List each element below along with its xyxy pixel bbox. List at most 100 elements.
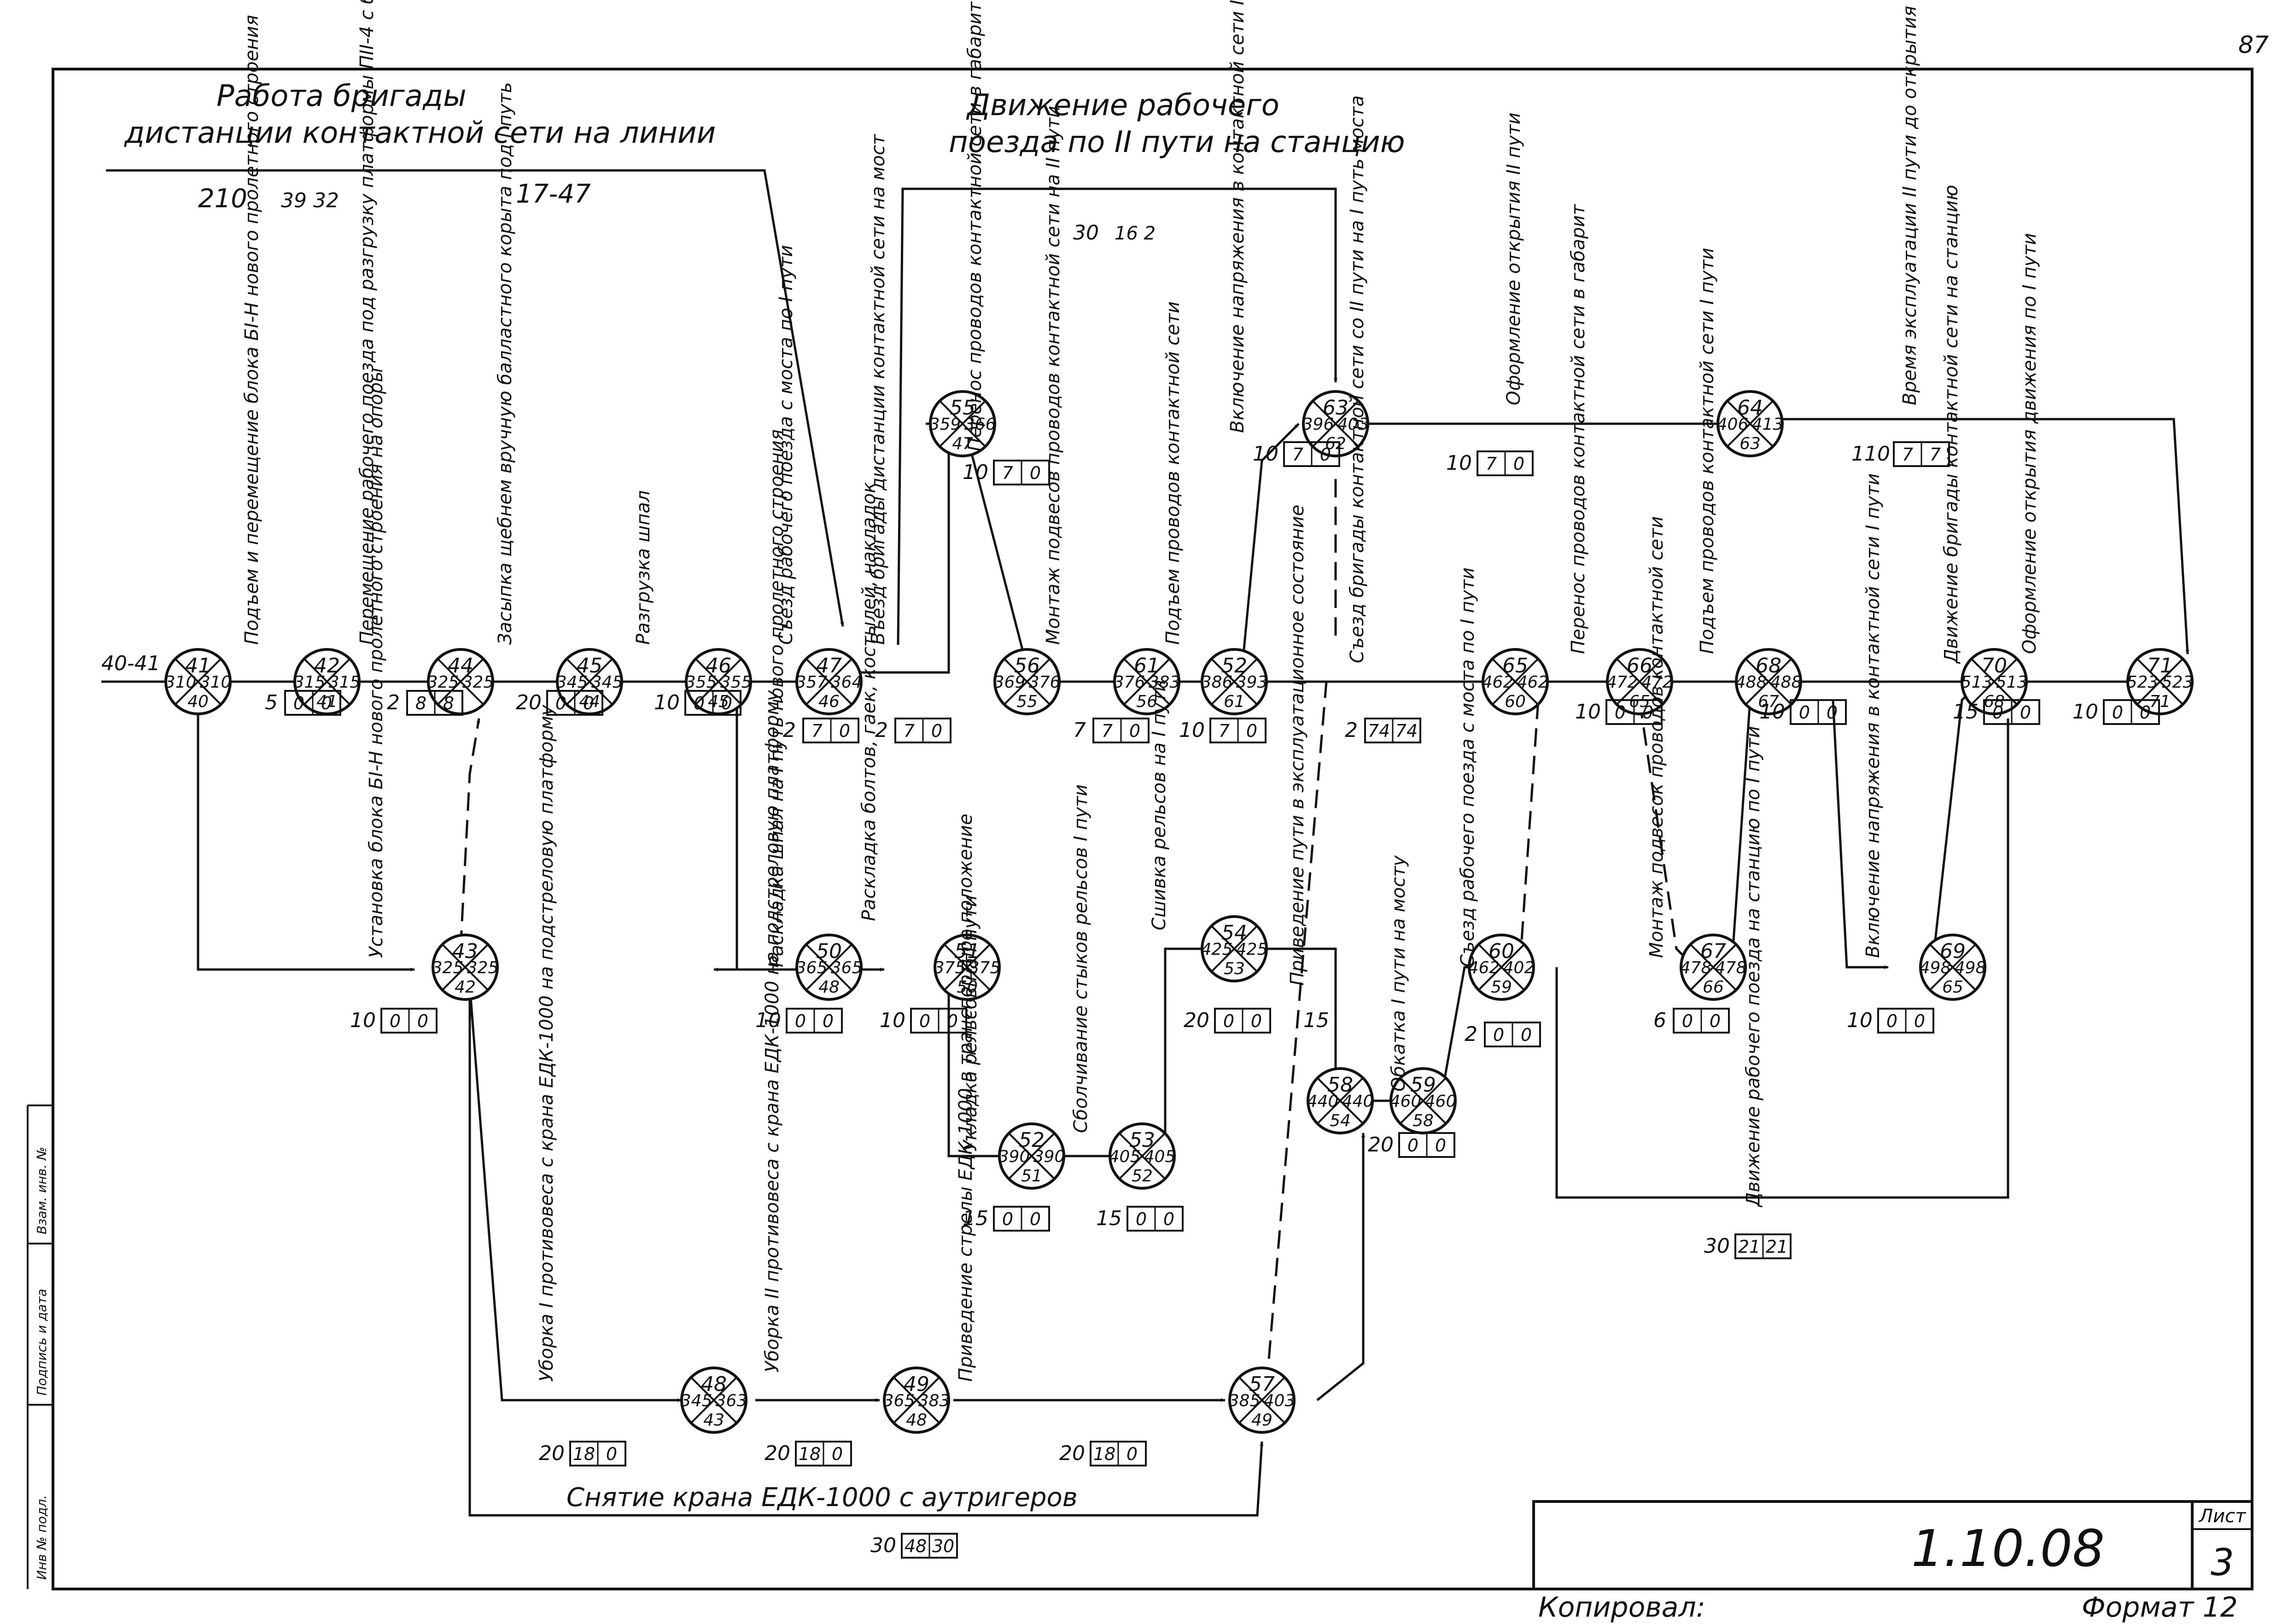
reserve-value: 0: [1521, 1025, 1532, 1045]
reserve-value: 0: [1320, 444, 1331, 465]
node-id: 47: [816, 654, 842, 678]
node-divider: [1211, 658, 1258, 705]
reserve-value: 21: [1766, 1237, 1788, 1257]
edge-labels: Подъем и перемещение блока БI-Н нового п…: [241, 0, 2040, 1513]
node-id: 51: [954, 940, 980, 963]
duration-value: 7: [1073, 719, 1086, 742]
reserve-value: 0: [555, 693, 566, 713]
reserve-value: 0: [1030, 1209, 1041, 1229]
reserve-value: 0: [2140, 702, 2151, 723]
reserve-value: 7: [904, 721, 915, 741]
reserve-value: 48: [905, 1536, 927, 1556]
label-voltage-ii: Включение напряжения в контактной сети I…: [1227, 0, 1248, 433]
reserve-value: 7: [1292, 444, 1303, 465]
note-30: 30: [1073, 221, 1099, 245]
label-open-i: Оформление открытия движения по I пути: [2019, 233, 2040, 654]
reserve-value: 0: [606, 1444, 617, 1464]
node-late: 405: [1144, 1147, 1176, 1166]
duration-value: 110: [1851, 442, 1890, 466]
node-prev: 49: [1251, 1411, 1272, 1430]
label-unload-ties: Разгрузка шпал: [633, 491, 654, 645]
note-30-box: 16 2: [1115, 223, 1156, 244]
reserve-value: 0: [919, 1011, 930, 1031]
node-id: 52: [1221, 654, 1247, 678]
label-hangers-i: Монтаж подвесок проводов контактной сети: [1646, 516, 1667, 958]
reserve-value: 0: [931, 721, 942, 741]
node-late: 345: [591, 673, 623, 692]
reserve-value: 0: [1129, 721, 1140, 741]
node-prev: 51: [1021, 1167, 1042, 1186]
reserve-value: 8: [415, 693, 426, 713]
node-divider: [304, 658, 350, 705]
header-brigade-1: Работа бригады: [216, 79, 467, 113]
node-id: 56: [1014, 654, 1040, 678]
reserve-value: 0: [1682, 1011, 1693, 1031]
label-install-block: Установка блока БI-Н нового пролетного с…: [366, 368, 387, 958]
node-id: 43: [452, 940, 478, 963]
node-prev: 48: [906, 1411, 927, 1430]
label-exploit-ii: Время эксплуатации II пути до открытия I…: [1899, 0, 1920, 405]
reserve-value: 0: [1493, 1025, 1504, 1045]
node-late: 310: [200, 673, 232, 692]
node-id: 52: [1019, 1128, 1045, 1152]
edge: [459, 718, 480, 949]
node-late: 513: [1996, 673, 2028, 692]
reserve-value: 74: [1368, 721, 1390, 741]
node-late: 315: [329, 673, 361, 692]
drawing-code: 1.10.08: [1911, 1519, 2105, 1578]
label-counterweight-i: Уборка I противовеса с крана ЕДК-1000 на…: [536, 704, 557, 1382]
node-late: 413: [1752, 415, 1784, 434]
node-id: 65: [1502, 654, 1528, 678]
duration-value: 2: [783, 719, 796, 742]
node-early: 386: [1201, 673, 1233, 692]
page-number: 87: [2238, 31, 2269, 59]
node-divider: [1745, 658, 1792, 705]
node-id: 69: [1940, 940, 1966, 963]
node-early: 460: [1390, 1092, 1422, 1111]
node-divider: [1971, 658, 2018, 705]
reserve-value: 0: [1136, 1209, 1147, 1229]
reserve-value: 18: [573, 1444, 595, 1464]
node-id: 48: [701, 1373, 727, 1396]
node-early: 375: [934, 958, 966, 977]
label-stitch-rails: Сшивка рельсов на I пути: [1149, 680, 1170, 930]
node-divider: [1727, 400, 1774, 447]
reserve-value: 7: [1930, 444, 1941, 465]
note-1747: 17-47: [516, 179, 591, 209]
label-ballast: Засыпка щебнем вручную балластного корыт…: [495, 82, 516, 645]
node-late: 403: [1337, 415, 1369, 434]
node-early: 498: [1920, 958, 1951, 977]
node-id: 55: [950, 396, 975, 420]
label-train-off-i: Съезд рабочего поезда с моста по I пути: [1457, 567, 1478, 967]
duration-value: 20: [1059, 1442, 1085, 1465]
reserve-value: 7: [1002, 463, 1013, 483]
node-prev: 61: [1224, 692, 1245, 711]
entry-label: 40-41: [101, 652, 160, 675]
label-lift-block: Подъем и перемещение блока БI-Н нового п…: [241, 15, 263, 645]
node-late: 366: [964, 415, 996, 434]
node-late: 383: [918, 1391, 950, 1410]
duration-value: 6: [1653, 1009, 1666, 1032]
node-prev: 46: [818, 692, 840, 711]
node-prev: 65: [1942, 978, 1963, 997]
